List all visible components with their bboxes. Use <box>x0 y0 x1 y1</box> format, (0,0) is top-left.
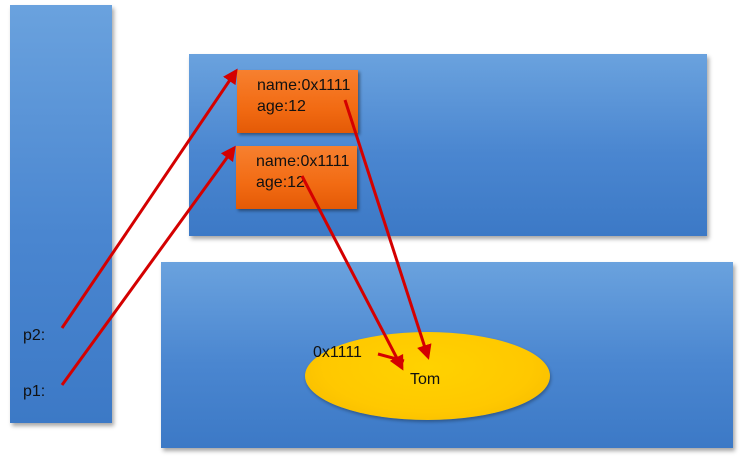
age-field: age:12 <box>256 174 305 191</box>
age-field: age:12 <box>257 98 306 115</box>
string-address-label: 0x1111 <box>313 344 362 361</box>
p1-variable-label: p1: <box>23 383 46 400</box>
person-object-p2: name:0x1111 age:12 <box>237 70 358 133</box>
name-field: name:0x1111 <box>256 153 350 170</box>
string-value-label: Tom <box>410 371 441 388</box>
stack-area <box>10 5 112 423</box>
name-field: name:0x1111 <box>257 77 351 94</box>
p2-variable-label: p2: <box>23 327 46 344</box>
person-object-p1: name:0x1111 age:12 <box>236 146 357 209</box>
